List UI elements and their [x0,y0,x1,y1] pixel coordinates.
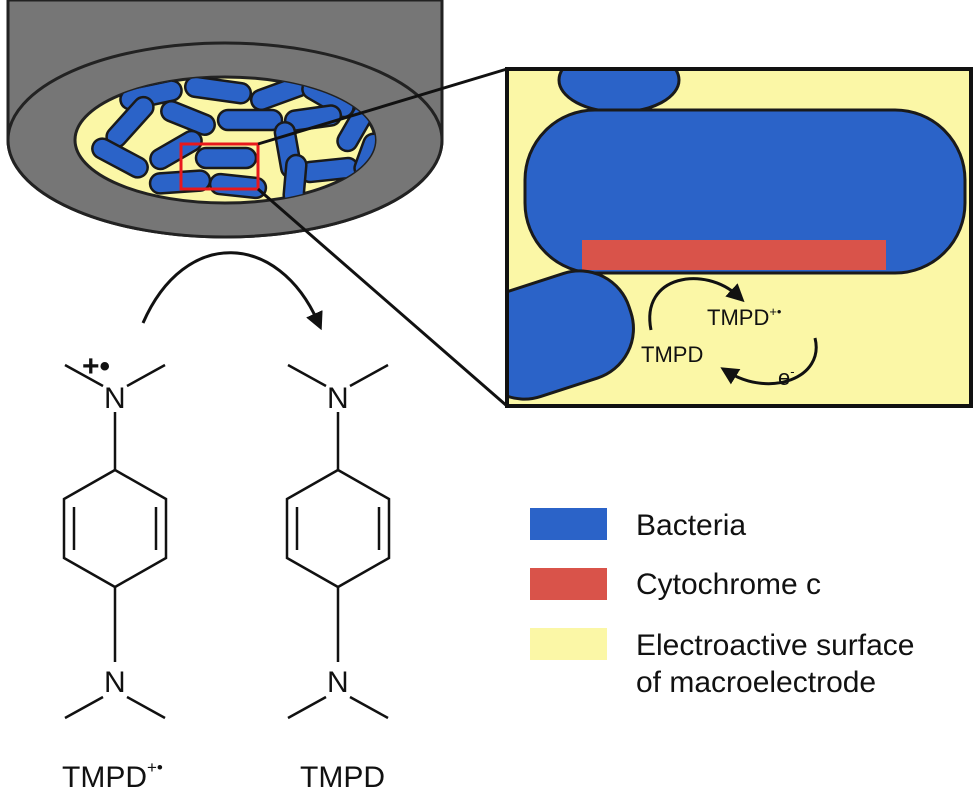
legend-label-bacteria: Bacteria [636,509,746,542]
left-label: TMPD [62,761,147,794]
arrow-reduction [720,337,818,386]
bacterium [282,153,308,203]
bacterium [183,77,253,105]
legend-label-surface: Electroactive surface [636,629,914,662]
bacterium-bottom [507,269,635,401]
bacterium [160,100,216,136]
zoom-tmpd-reduced: TMPD [641,342,703,367]
zoom-tmpd-oxidized: TMPD [707,305,769,330]
left-n-top: N [104,382,126,415]
left-radical-charge: +• [82,350,110,383]
left-label-sup: +• [147,758,163,777]
reaction-arrow [141,251,323,331]
zoom-guide-bottom [257,187,508,408]
bacterium-top [557,69,681,114]
selection-box [179,142,260,191]
zoom-electron-sup: - [790,364,794,379]
right-n-top: N [327,382,349,415]
svg-text:e-: e- [778,364,795,390]
zoom-tmpd-oxidized-sup: +• [769,304,782,319]
left-n-bottom: N [104,666,126,699]
bacterium [208,172,268,200]
zoom-electron: e [778,365,790,390]
bacterium [91,137,149,179]
arrow-oxidation [648,277,745,331]
molecule-tmpd [285,363,391,720]
right-n-bottom: N [327,666,349,699]
zoom-panel: TMPD+• TMPD e- [505,67,973,408]
legend-swatch-surface [530,628,607,660]
bacterium-main [523,108,967,275]
svg-text:TMPD+•: TMPD+• [707,304,782,330]
svg-text:TMPD+•: TMPD+• [62,758,163,794]
legend-swatch-cytochrome [530,568,607,600]
legend: Bacteria Cytochrome c Electroactive surf… [530,508,914,699]
zoom-guide-top [257,67,508,146]
legend-label-cytochrome: Cytochrome c [636,568,821,601]
bacterium [194,146,258,170]
legend-label-surface-line2: of macroelectrode [636,666,876,699]
molecule-tmpd-radical-cation [62,363,168,720]
legend-swatch-bacteria [530,508,607,540]
bacterium [216,108,284,132]
right-label: TMPD [300,761,385,794]
cytochrome-c-patch [582,240,886,270]
